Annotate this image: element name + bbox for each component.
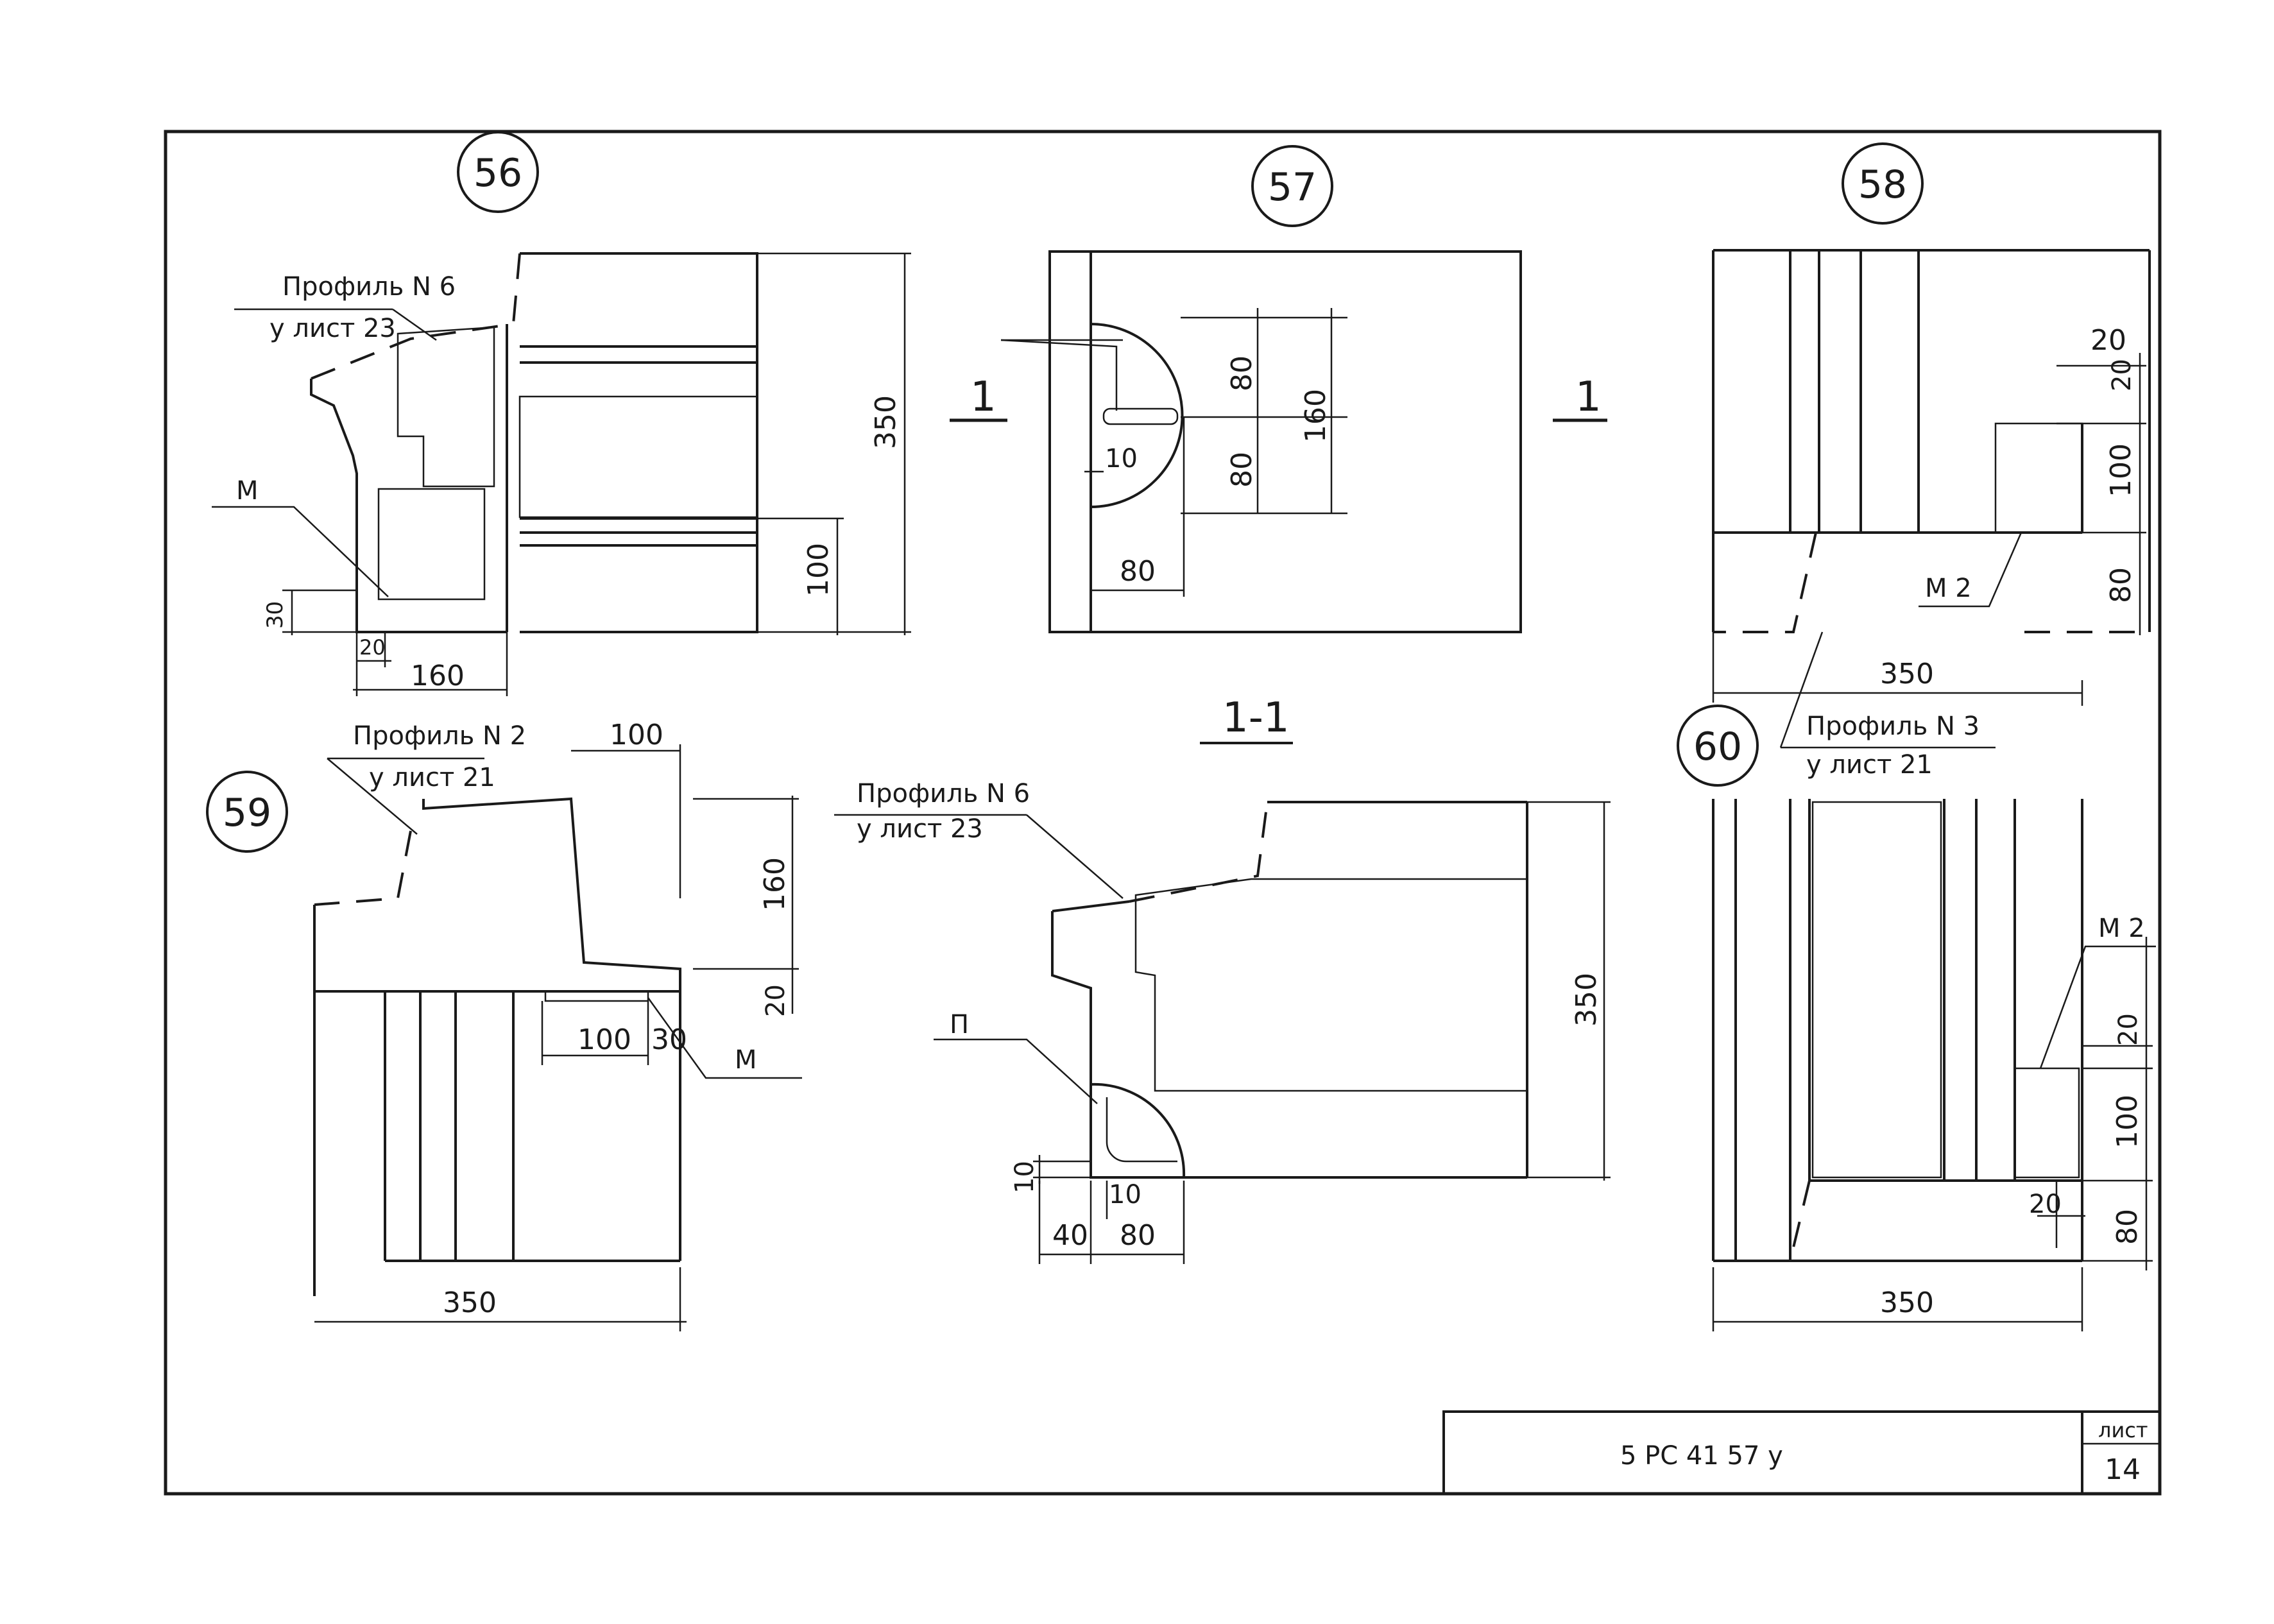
dim-10-vertical: 10	[1010, 1161, 1039, 1193]
dim-100: 100	[802, 543, 835, 597]
dim-20: 20	[761, 984, 791, 1017]
detail-marker-circle	[1251, 145, 1333, 227]
dim-350: 350	[1570, 973, 1603, 1027]
dim-100-bottom: 100	[577, 1023, 631, 1056]
detail-59: 59 Профиль N 2 у лист 21 100 160 20 100 …	[206, 719, 802, 1331]
dim-20: 20	[359, 635, 386, 660]
dim-80: 80	[2111, 1209, 2144, 1245]
section-1-1: 1-1 Профиль N 6 у лист 23 П 350 10 10	[834, 694, 1611, 1264]
dim-350: 350	[1880, 658, 1934, 690]
sheet-ref: у лист 21	[1806, 750, 1933, 780]
marker-m: М	[735, 1045, 757, 1075]
detail-60: 60 Профиль N 3 у лист 21 М 2 20 100 80 2…	[1677, 631, 2156, 1331]
title-block: 5 РС 41 57 у лист 14	[1442, 1410, 2161, 1495]
section-title: 1-1	[1222, 694, 1290, 742]
dim-100: 100	[2111, 1095, 2144, 1149]
marker-p: П	[950, 1010, 969, 1039]
dim-30: 30	[262, 601, 288, 629]
marker-m: М	[236, 476, 259, 506]
detail-56: 56 Профиль N 6 у лист 23 М 350 100	[212, 131, 911, 696]
marker-m2: М 2	[1925, 574, 1972, 603]
sheet-label: лист	[2098, 1418, 2148, 1442]
profile-label: Профиль N 6	[282, 272, 456, 302]
dim-80: 80	[2105, 567, 2137, 603]
section-mark-left: 1	[970, 373, 996, 421]
detail-number: 60	[1693, 724, 1742, 769]
dim-100-top: 100	[610, 719, 663, 751]
sheet-frame	[164, 130, 2162, 1496]
detail-number: 57	[1268, 165, 1317, 210]
detail-number: 59	[223, 791, 271, 835]
dim-20: 20	[2107, 359, 2137, 391]
dim-160: 160	[758, 857, 791, 911]
dim-160: 160	[1299, 389, 1332, 443]
dim-350: 350	[1880, 1286, 1934, 1319]
detail-57: 57 1 1 80 80 160 10 80	[950, 145, 1607, 633]
detail-marker-circle	[206, 771, 288, 853]
dim-350: 350	[443, 1286, 497, 1319]
detail-58: 58 М 2 20 20 100 80 350	[1712, 142, 2151, 706]
dim-350: 350	[869, 395, 902, 449]
dim-20-top: 20	[2090, 324, 2126, 357]
sheet-ref: у лист 21	[369, 763, 495, 792]
detail-number: 56	[474, 151, 522, 196]
dim-20-bottom: 20	[2029, 1190, 2062, 1219]
detail-marker-circle	[457, 131, 539, 213]
marker-m2: М 2	[2098, 914, 2145, 943]
section-mark-right: 1	[1575, 373, 1602, 421]
dim-10-horizontal: 10	[1109, 1180, 1141, 1209]
dim-10: 10	[1105, 444, 1138, 474]
dim-160: 160	[411, 660, 465, 692]
dim-40: 40	[1052, 1219, 1088, 1252]
dim-80-upper: 80	[1226, 355, 1258, 391]
profile-label: Профиль N 6	[857, 779, 1030, 808]
dim-100: 100	[2105, 443, 2137, 497]
detail-number: 58	[1858, 162, 1907, 207]
dim-80-lower: 80	[1226, 452, 1258, 488]
dim-80: 80	[1120, 1219, 1156, 1252]
dim-20: 20	[2114, 1013, 2143, 1046]
sheet-ref: у лист 23	[857, 814, 983, 844]
profile-label: Профиль N 3	[1806, 712, 1979, 741]
sheet-ref: у лист 23	[269, 314, 396, 343]
detail-marker-circle	[1677, 705, 1759, 787]
drawing-code: 5 РС 41 57 у	[1620, 1441, 1783, 1471]
dim-80: 80	[1120, 555, 1156, 588]
dim-30: 30	[651, 1023, 687, 1056]
detail-marker-circle	[1842, 142, 1924, 225]
sheet-number: 14	[2105, 1453, 2141, 1486]
profile-label: Профиль N 2	[353, 721, 526, 751]
